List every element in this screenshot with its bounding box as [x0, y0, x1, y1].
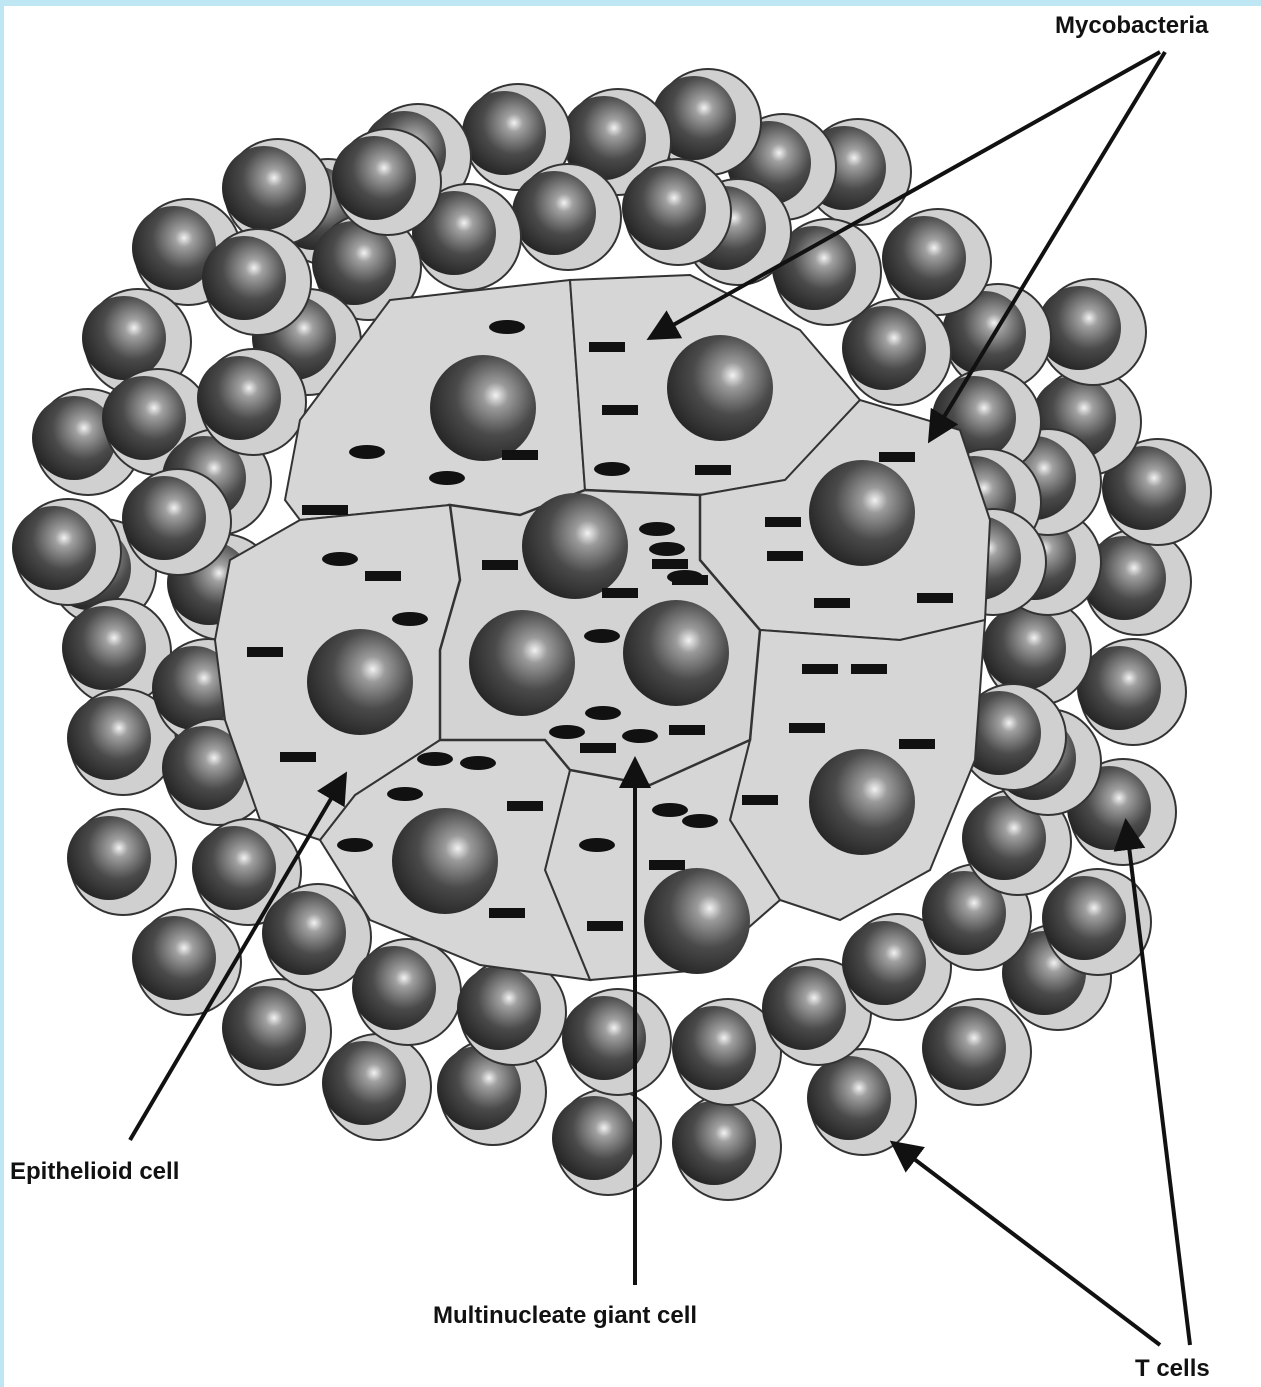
t-cell	[1037, 279, 1146, 385]
mycobacterium	[482, 560, 518, 570]
mycobacterium	[589, 342, 625, 352]
mycobacterium	[549, 725, 585, 739]
mycobacterium	[417, 752, 453, 766]
epithelioid-nucleus	[667, 335, 773, 441]
mycobacterium	[814, 598, 850, 608]
mycobacterium	[802, 664, 838, 674]
t-cell	[12, 499, 121, 605]
mycobacterium	[579, 838, 615, 852]
t-cell	[222, 139, 331, 245]
epithelioid-nucleus	[430, 355, 536, 461]
mycobacterium	[392, 612, 428, 626]
epithelioid-nucleus	[644, 868, 750, 974]
t-cell	[562, 989, 671, 1095]
mycobacterium	[489, 908, 525, 918]
t-cell	[552, 1089, 661, 1195]
epithelioid-nucleus	[809, 460, 915, 566]
mycobacteria-label: Mycobacteria	[1055, 12, 1208, 40]
epithelioid-cell-label: Epithelioid cell	[10, 1158, 179, 1186]
t-cell	[322, 1034, 431, 1140]
arrow-t-cell-2	[1126, 822, 1190, 1345]
mycobacterium	[460, 756, 496, 770]
mycobacterium	[652, 803, 688, 817]
mycobacterium	[695, 465, 731, 475]
mycobacterium	[649, 542, 685, 556]
mycobacterium	[622, 729, 658, 743]
mycobacterium	[387, 787, 423, 801]
mycobacterium	[584, 629, 620, 643]
mycobacterium	[280, 752, 316, 762]
epithelioid-nucleus	[307, 629, 413, 735]
epithelioid-nucleus	[392, 808, 498, 914]
mycobacterium	[851, 664, 887, 674]
mycobacterium	[587, 921, 623, 931]
t-cell	[922, 999, 1031, 1105]
mycobacterium	[682, 814, 718, 828]
giant-cell-nucleus	[623, 600, 729, 706]
mycobacterium	[789, 723, 825, 733]
mycobacterium	[879, 452, 915, 462]
giant-cell-nucleus	[522, 493, 628, 599]
t-cell	[352, 939, 461, 1045]
mycobacterium	[322, 552, 358, 566]
mycobacterium	[580, 743, 616, 753]
mycobacterium	[365, 571, 401, 581]
mycobacterium	[337, 838, 373, 852]
mycobacterium	[489, 320, 525, 334]
t-cell	[512, 164, 621, 270]
mycobacterium	[602, 588, 638, 598]
mycobacterium	[767, 551, 803, 561]
t-cell	[202, 229, 311, 335]
t-cell	[622, 159, 731, 265]
t-cell	[1077, 639, 1186, 745]
mycobacterium	[669, 725, 705, 735]
mycobacterium	[594, 462, 630, 476]
mycobacterium	[639, 522, 675, 536]
mycobacterium	[585, 706, 621, 720]
t-cell	[222, 979, 331, 1085]
multinucleate-giant-cell-label: Multinucleate giant cell	[433, 1302, 697, 1330]
mycobacterium	[899, 739, 935, 749]
mycobacterium	[667, 570, 703, 584]
mycobacterium	[649, 860, 685, 870]
t-cell	[672, 1094, 781, 1200]
mycobacterium	[652, 559, 688, 569]
t-cell	[132, 909, 241, 1015]
t-cells-label: T cells	[1135, 1355, 1210, 1383]
mycobacterium	[602, 405, 638, 415]
epithelioid-nucleus	[809, 749, 915, 855]
mycobacterium	[507, 801, 543, 811]
mycobacterium	[247, 647, 283, 657]
mycobacterium	[302, 505, 338, 515]
arrow-t-cell-1	[893, 1143, 1160, 1345]
mycobacterium	[429, 471, 465, 485]
mycobacterium	[502, 450, 538, 460]
mycobacterium	[742, 795, 778, 805]
mycobacterium	[349, 445, 385, 459]
mycobacterium	[917, 593, 953, 603]
giant-cell-nucleus	[469, 610, 575, 716]
t-cell	[67, 809, 176, 915]
mycobacterium	[765, 517, 801, 527]
